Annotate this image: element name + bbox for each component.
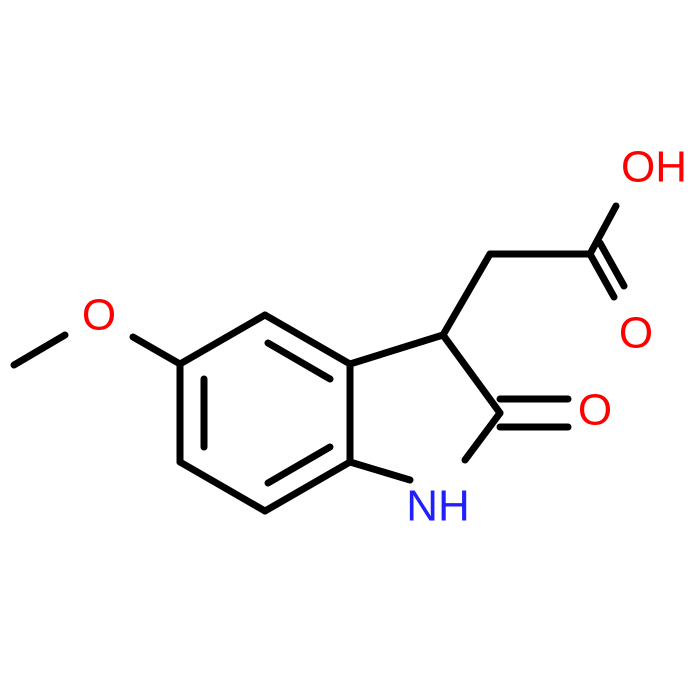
bond-c2-n (461, 409, 504, 464)
bond-c3a-c3 (346, 331, 447, 368)
atom-labels: OH O O O NH (82, 143, 687, 531)
bond-cooh-oh (586, 202, 620, 258)
bond-ring-1 (176, 311, 269, 368)
methoxy-oxygen-label: O (82, 291, 116, 340)
bond-c3-c2 (439, 331, 504, 417)
bond-cooh-o-2 (596, 239, 628, 290)
bond-o-ring (129, 333, 184, 368)
bond-n-c7a (346, 458, 414, 484)
bond-methyl-o (10, 331, 69, 369)
bond-ring-2 (261, 311, 354, 368)
lactam-oxygen-label: O (578, 386, 612, 435)
bond-ring-4 (261, 458, 354, 515)
bond-cooh-o (586, 250, 618, 301)
bond-ring-4-inner (264, 443, 334, 487)
bond-c3-ch2 (439, 250, 494, 339)
bond-ring-5 (176, 458, 269, 515)
hydroxyl-label: OH (621, 143, 687, 192)
amine-label: NH (406, 482, 470, 531)
carboxyl-oxygen-label: O (619, 309, 653, 358)
bonds (10, 202, 628, 515)
bond-ring-2-inner (264, 339, 334, 383)
